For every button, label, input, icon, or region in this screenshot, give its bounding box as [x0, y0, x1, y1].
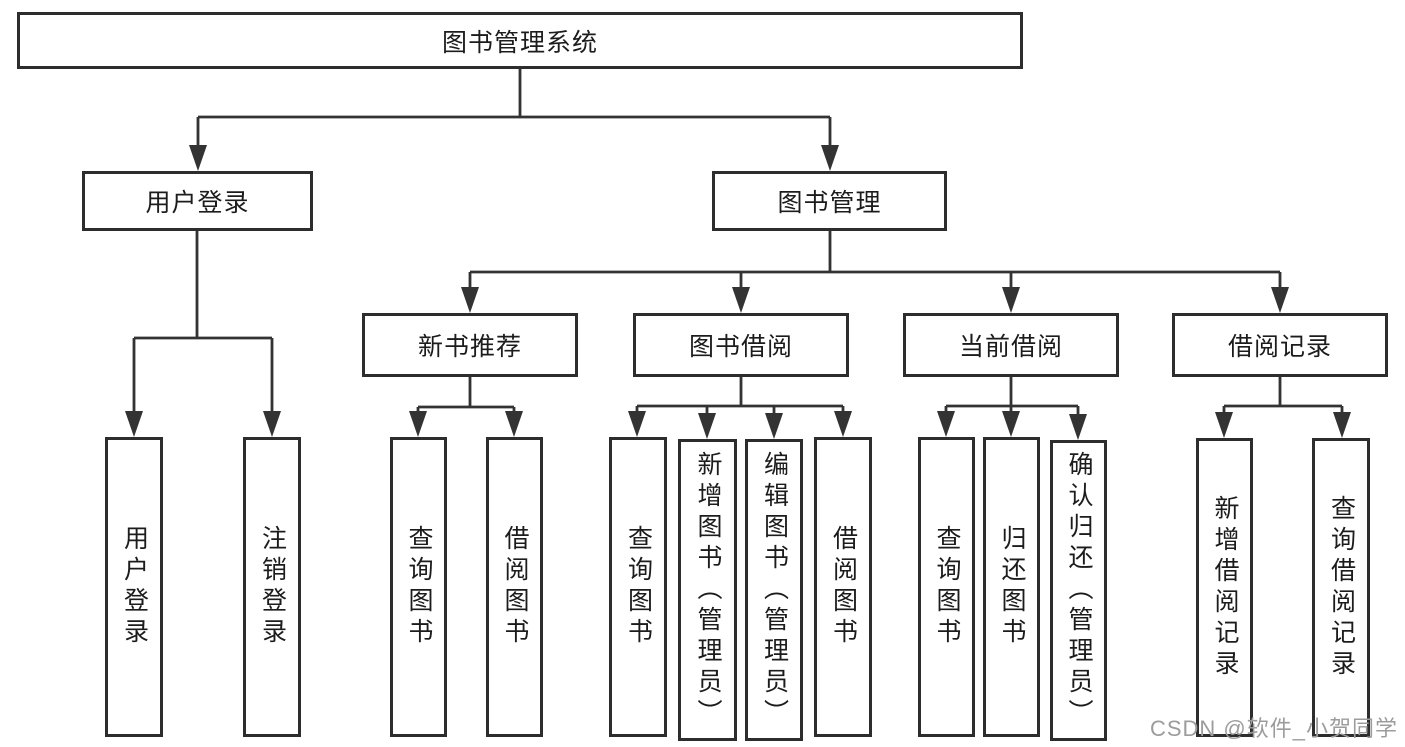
- node-edit-books-admin: 编辑图书（管理员）: [745, 439, 803, 741]
- node-return-books: 归还图书: [983, 437, 1040, 737]
- node-query-books-3: 查询图书: [918, 437, 975, 737]
- arrowhead-icon: [263, 411, 281, 437]
- node-user-login: 用户登录: [105, 437, 163, 737]
- branch-new-book-rec: [416, 377, 516, 433]
- arrowhead-icon: [1069, 414, 1087, 440]
- node-add-books-admin: 新增图书（管理员）: [678, 439, 737, 741]
- node-label: 借阅记录: [1227, 333, 1332, 361]
- arrowhead-icon: [628, 411, 646, 437]
- csdn-watermark: CSDN @软件_小贺同学: [1149, 716, 1398, 741]
- arrowhead-icon: [1333, 412, 1351, 438]
- node-label: 当前借阅: [958, 333, 1063, 361]
- node-label: 图书管理系统: [441, 28, 598, 57]
- node-current-borrowing: 当前借阅: [903, 313, 1119, 377]
- branch-book-borrow: [635, 377, 845, 435]
- branch-book-mgmt: [468, 231, 1282, 309]
- node-query-books-1: 查询图书: [390, 437, 447, 737]
- arrowhead-icon: [821, 145, 839, 171]
- node-label: 图书借阅: [688, 333, 793, 361]
- node-query-borrow-record: 查询借阅记录: [1312, 438, 1370, 737]
- arrowhead-icon: [461, 287, 479, 313]
- node-logout: 注销登录: [243, 437, 301, 737]
- node-label: 归还图书: [998, 525, 1026, 649]
- node-add-borrow-record: 新增借阅记录: [1196, 438, 1253, 737]
- node-label: 用户登录: [120, 525, 149, 649]
- node-borrowing-records: 借阅记录: [1172, 313, 1388, 377]
- branch-root-to-level2: [196, 69, 832, 167]
- node-label: 注销登录: [258, 525, 287, 649]
- branch-lines: [132, 69, 1344, 436]
- node-book-management-system: 图书管理系统: [17, 12, 1023, 69]
- node-label: 编辑图书（管理员）: [760, 450, 789, 730]
- arrowhead-icon: [1215, 412, 1233, 438]
- node-borrow-books-1: 借阅图书: [486, 437, 543, 737]
- arrowhead-icon: [125, 411, 143, 437]
- arrowhead-icon: [505, 411, 523, 437]
- node-label: 用户登录: [145, 189, 250, 217]
- node-label: 新书推荐: [417, 333, 522, 361]
- branch-user-login: [132, 231, 274, 433]
- arrowhead-icon: [189, 145, 207, 171]
- node-label: 查询图书: [624, 525, 653, 649]
- arrowhead-icon: [732, 287, 750, 313]
- arrowhead-icon: [409, 411, 427, 437]
- arrowheads: [125, 145, 1351, 440]
- node-label: 查询图书: [933, 525, 961, 649]
- node-user-login-group: 用户登录: [82, 171, 313, 231]
- branch-borrow-records: [1222, 377, 1344, 434]
- node-book-management: 图书管理: [712, 171, 947, 231]
- node-label: 新增图书（管理员）: [694, 450, 722, 730]
- arrowhead-icon: [698, 413, 716, 439]
- node-label: 查询图书: [405, 525, 433, 649]
- node-borrow-books-2: 借阅图书: [814, 437, 872, 737]
- node-label: 借阅图书: [829, 525, 858, 649]
- node-confirm-return-admin: 确认归还（管理员）: [1050, 440, 1107, 741]
- arrowhead-icon: [1002, 411, 1020, 437]
- arrowhead-icon: [937, 411, 955, 437]
- node-label: 查询借阅记录: [1327, 494, 1356, 681]
- node-query-books-2: 查询图书: [609, 437, 667, 737]
- node-label: 新增借阅记录: [1211, 494, 1239, 681]
- node-label: 图书管理: [777, 189, 882, 217]
- node-label: 确认归还（管理员）: [1065, 451, 1093, 730]
- arrowhead-icon: [834, 411, 852, 437]
- node-book-borrowing: 图书借阅: [633, 313, 849, 377]
- arrowhead-icon: [1271, 287, 1289, 313]
- arrowhead-icon: [765, 413, 783, 439]
- node-new-book-recommendation: 新书推荐: [362, 313, 578, 377]
- node-label: 借阅图书: [501, 525, 529, 649]
- arrowhead-icon: [1002, 287, 1020, 313]
